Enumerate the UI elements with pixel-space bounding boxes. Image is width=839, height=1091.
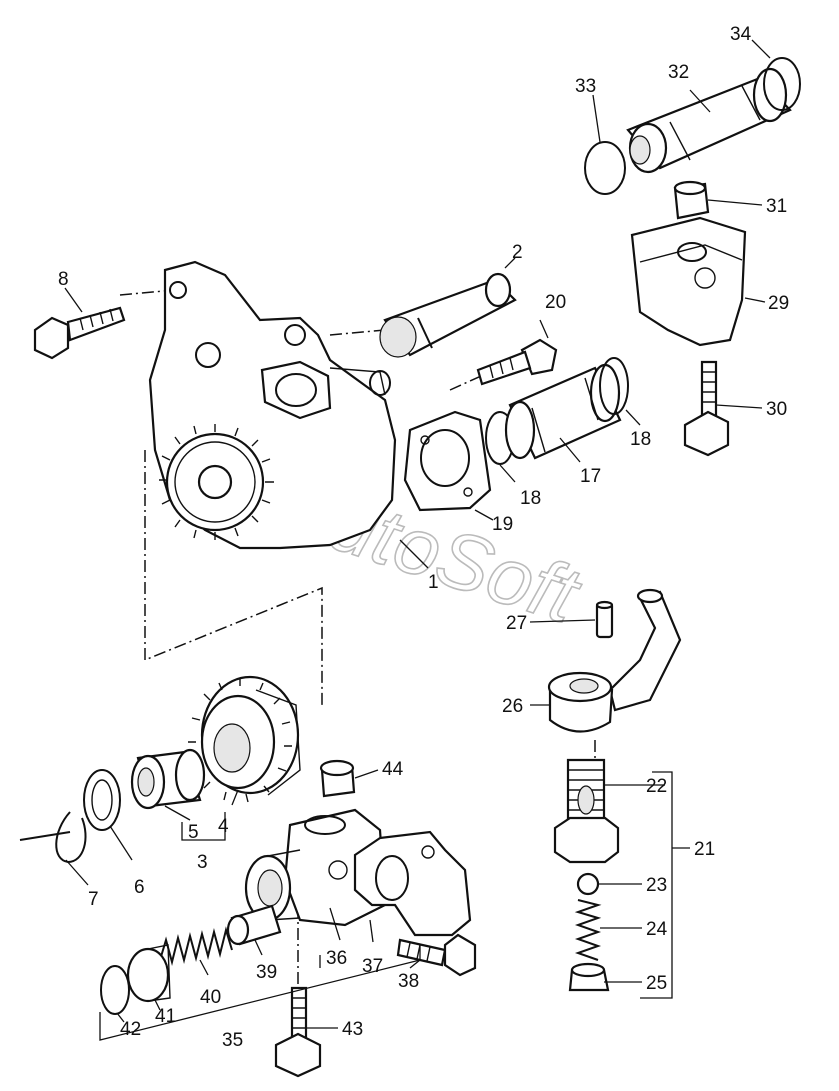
nozzle-26 [547, 588, 682, 733]
callout-17: 17 [580, 466, 601, 487]
spring-40 [159, 926, 233, 966]
callout-38: 38 [398, 971, 419, 992]
bolt-43 [274, 986, 322, 1078]
callout-23: 23 [646, 875, 667, 896]
callout-21: 21 [694, 839, 715, 860]
callout-6: 6 [134, 877, 145, 898]
snap-ring-42 [100, 965, 130, 1015]
pipe-17 [504, 363, 622, 460]
bracket-29 [630, 216, 747, 347]
callout-18a: 18 [630, 429, 651, 450]
callout-39: 39 [256, 962, 277, 983]
flange-19 [403, 410, 492, 512]
o-ring-18-upper [599, 357, 629, 415]
pipe-32 [626, 67, 792, 174]
callout-30: 30 [766, 399, 787, 420]
callout-35: 35 [222, 1030, 243, 1051]
callout-31: 31 [766, 196, 787, 217]
seat-25 [568, 962, 610, 992]
o-ring-34 [763, 57, 801, 111]
spring-24 [574, 899, 602, 961]
callout-32: 32 [668, 62, 689, 83]
callout-4: 4 [218, 816, 229, 837]
callout-3: 3 [197, 852, 208, 873]
oil-pump-body [148, 260, 397, 550]
pin-27 [595, 600, 614, 639]
callout-7: 7 [88, 889, 99, 910]
callout-43: 43 [342, 1019, 363, 1040]
cover-37 [353, 830, 472, 937]
collar-44 [319, 759, 356, 798]
callout-41: 41 [155, 1006, 176, 1027]
relief-valve-body-36 [244, 808, 387, 927]
callout-37: 37 [362, 956, 383, 977]
callout-29: 29 [768, 293, 789, 314]
callout-18b: 18 [520, 488, 541, 509]
plug-31 [673, 180, 710, 220]
gear-4 [188, 675, 301, 803]
callout-34: 34 [730, 24, 752, 45]
snap-ring-7 [19, 811, 87, 864]
callout-44: 44 [382, 759, 404, 780]
o-ring-33 [584, 141, 626, 195]
callout-24: 24 [646, 919, 668, 940]
bushing-5 [130, 748, 206, 810]
callout-2: 2 [512, 242, 523, 263]
callout-8: 8 [58, 269, 69, 290]
callout-22: 22 [646, 776, 667, 797]
sleeve-2 [379, 272, 517, 358]
plunger-39 [226, 904, 282, 946]
callout-1: 1 [428, 572, 439, 593]
relief-valve-bolt-22 [553, 758, 620, 864]
callout-42: 42 [120, 1019, 141, 1040]
bolt-8 [33, 306, 126, 360]
callout-25: 25 [646, 973, 667, 994]
callout-19: 19 [492, 514, 513, 535]
callout-36: 36 [326, 948, 347, 969]
callout-20: 20 [545, 292, 566, 313]
callout-33: 33 [575, 76, 596, 97]
cap-41 [126, 944, 171, 1003]
leader-lines [64, 39, 771, 1029]
callout-40: 40 [200, 987, 221, 1008]
callout-5: 5 [188, 822, 199, 843]
bolt-30 [683, 360, 730, 457]
bolt-38 [396, 933, 477, 977]
callout-26: 26 [502, 696, 523, 717]
washer-6 [83, 769, 121, 831]
group-brackets [99, 771, 690, 1041]
ball-23 [576, 872, 600, 896]
callout-labels: 1 2 3 4 5 6 7 8 17 18 18 19 20 21 22 23 … [58, 24, 789, 1051]
callout-27: 27 [506, 613, 527, 634]
bolt-20 [476, 338, 558, 386]
